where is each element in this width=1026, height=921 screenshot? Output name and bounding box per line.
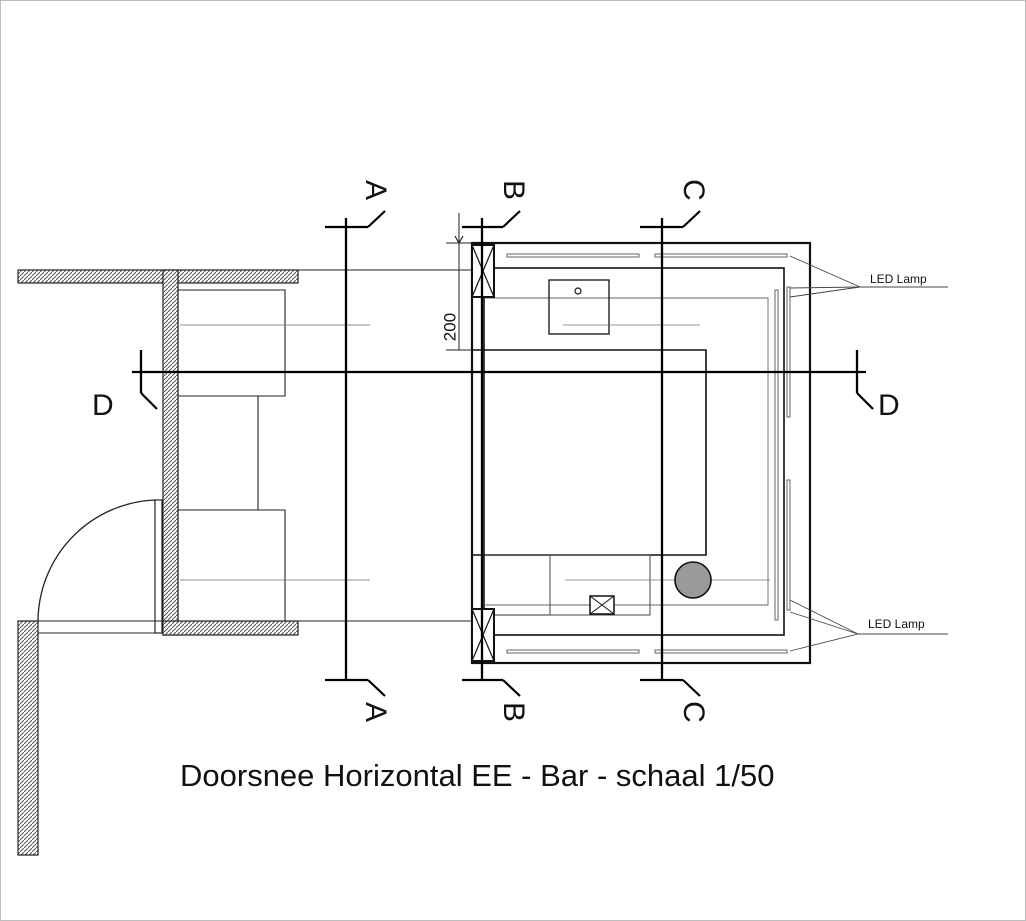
bar-inner-counter	[483, 267, 785, 636]
section-lines	[132, 218, 866, 682]
bar-counter-u	[472, 349, 707, 556]
section-label-d-left: D	[92, 389, 114, 422]
led-lamp-label-bottom: LED Lamp	[868, 617, 925, 631]
sink	[548, 279, 610, 335]
led-lamp-label-top: LED Lamp	[870, 272, 927, 286]
section-label-c-bottom: C	[677, 701, 710, 723]
wall-top-left	[17, 269, 299, 284]
wall-left-l	[17, 620, 39, 856]
dimension-text: 200	[440, 313, 459, 341]
section-arrows	[140, 210, 874, 697]
section-label-b-top: B	[497, 180, 530, 200]
drawing-title: Doorsnee Horizontal EE - Bar - schaal 1/…	[180, 758, 774, 793]
bar-structure	[470, 241, 812, 665]
led-leaders	[789, 255, 948, 652]
dimension-line	[446, 213, 472, 351]
wall-bottom-middle	[162, 620, 299, 636]
bar-outer-wall	[470, 241, 812, 665]
door-leaf	[154, 499, 163, 634]
section-label-d-right: D	[878, 389, 900, 422]
door-swing	[37, 499, 163, 634]
led-strips	[506, 253, 791, 654]
round-fixture	[674, 561, 712, 599]
section-label-a-bottom: A	[359, 702, 392, 722]
walls	[17, 269, 299, 856]
sink-drain	[574, 287, 582, 295]
section-label-c-top: C	[677, 179, 710, 201]
wall-partition-vertical	[162, 269, 179, 636]
left-room-fittings	[177, 269, 472, 622]
door-arc	[37, 499, 156, 622]
section-label-b-bottom: B	[497, 702, 530, 722]
section-label-a-top: A	[359, 180, 392, 200]
